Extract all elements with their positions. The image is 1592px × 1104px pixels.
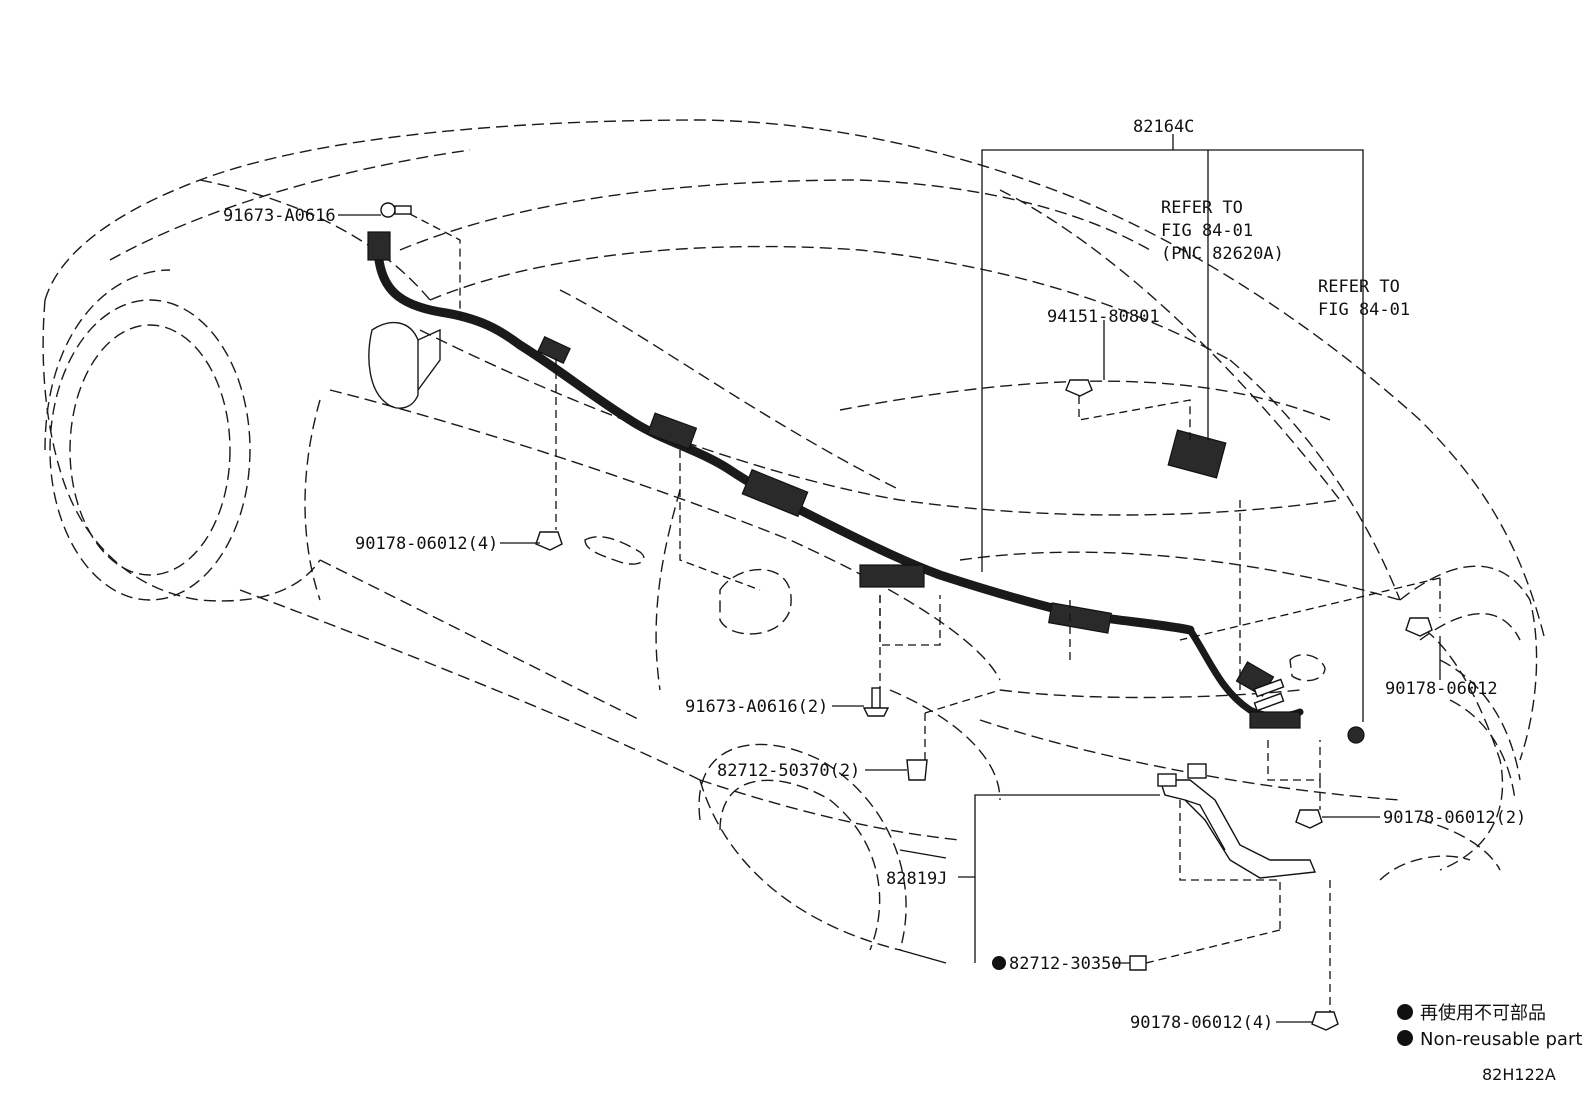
- label-refer-a-line2: FIG 84-01: [1161, 221, 1253, 241]
- non-reusable-marker-icon: [1397, 1030, 1413, 1046]
- label-82712-30350: 82712-30350: [1009, 954, 1122, 974]
- label-90178-06012-4-bottom: 90178-06012(4): [1130, 1013, 1273, 1033]
- label-refer-b-line2: FIG 84-01: [1318, 300, 1410, 320]
- label-82819j: 82819J: [886, 869, 947, 889]
- nut-icon: [1405, 617, 1433, 637]
- clip-icon: [906, 759, 928, 781]
- leader-lines: [338, 134, 1441, 1023]
- nut-icon: [1295, 809, 1323, 829]
- label-91673-a0616: 91673-A0616: [223, 206, 336, 226]
- label-refer-a-line1: REFER TO: [1161, 198, 1243, 218]
- part-labels: 82164C REFER TO FIG 84-01 (PNC 82620A) R…: [223, 117, 1526, 1033]
- label-82164c: 82164C: [1133, 117, 1194, 137]
- diagram-code: 82H122A: [1482, 1065, 1556, 1084]
- label-91673-a0616-2: 91673-A0616(2): [685, 697, 828, 717]
- car-body-outline: [42, 119, 1546, 951]
- legend-line1: 再使用不可部品: [1420, 1003, 1546, 1024]
- label-90178-06012-4-top: 90178-06012(4): [355, 534, 498, 554]
- bolt-icon: [1253, 678, 1285, 712]
- wire-harness: [367, 231, 1304, 729]
- label-94151-80801: 94151-80801: [1047, 307, 1160, 327]
- nut-icon: [1311, 1011, 1339, 1031]
- label-90178-06012: 90178-06012: [1385, 679, 1498, 699]
- bracket-82819j: [1157, 763, 1317, 879]
- label-refer-a-line3: (PNC 82620A): [1161, 244, 1284, 264]
- label-refer-b-line1: REFER TO: [1318, 277, 1400, 297]
- bolt-icon: [862, 687, 890, 717]
- fasteners: [380, 202, 1433, 1031]
- non-reusable-marker-icon: [1397, 1004, 1413, 1020]
- legend-line2: Non-reusable part: [1420, 1029, 1582, 1050]
- label-82712-50370-2: 82712-50370(2): [717, 761, 860, 781]
- label-90178-06012-2: 90178-06012(2): [1383, 808, 1526, 828]
- nut-icon: [1065, 379, 1093, 397]
- clip-icon: [1347, 726, 1365, 744]
- nut-icon: [535, 531, 563, 551]
- legend: 再使用不可部品 Non-reusable part: [1397, 1003, 1582, 1050]
- assembly-guide-lines: [409, 213, 1441, 1012]
- clip-icon: [1129, 955, 1147, 971]
- non-reusable-marker-icon: [992, 956, 1006, 970]
- bolt-icon: [380, 202, 412, 218]
